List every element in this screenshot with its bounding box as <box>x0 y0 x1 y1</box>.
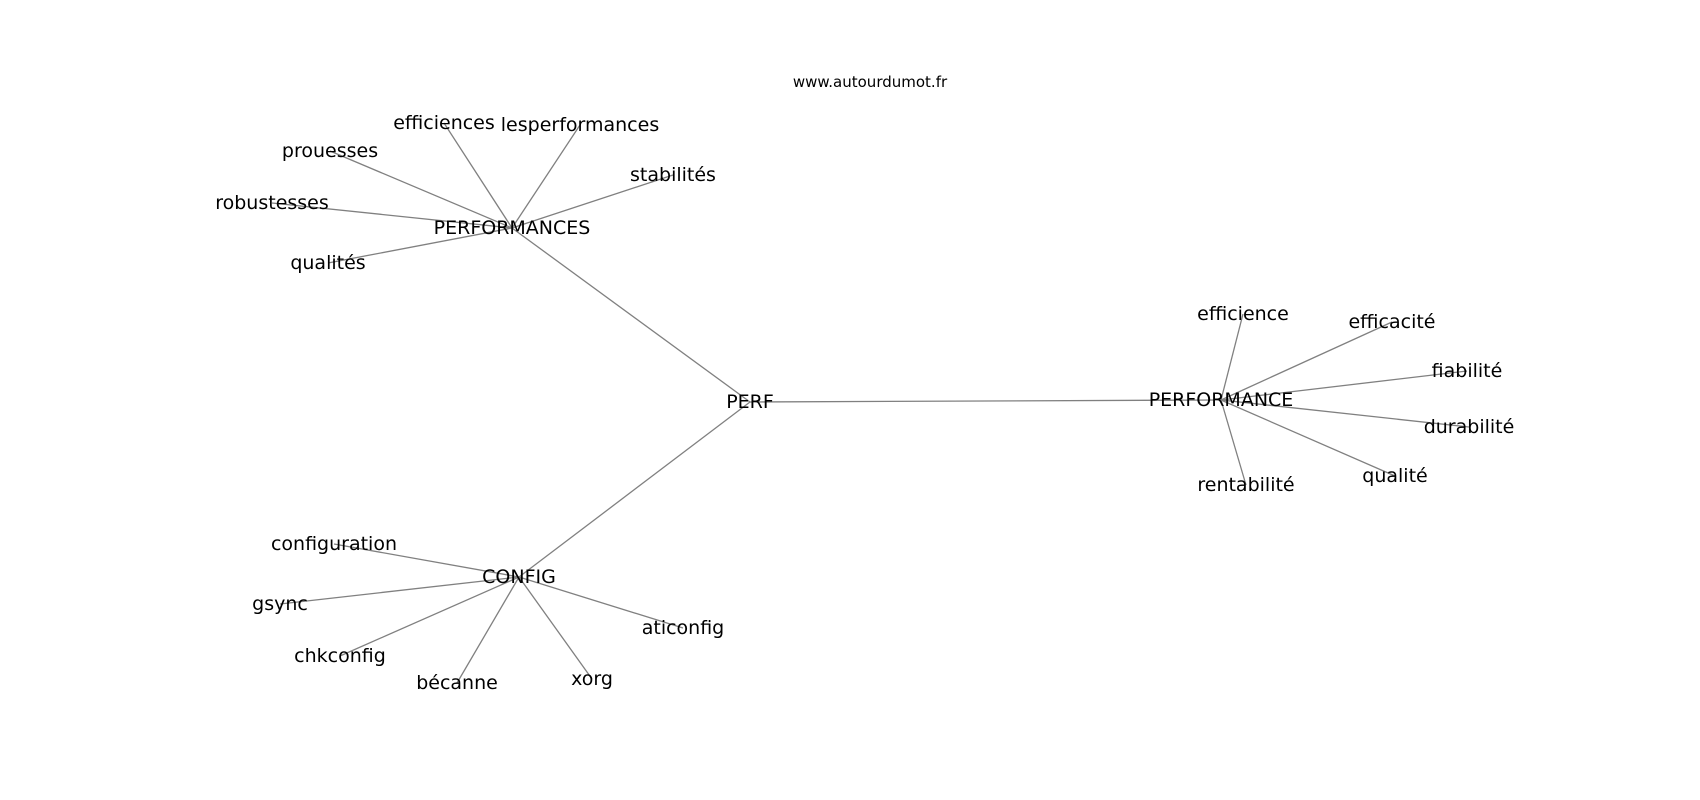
watermark-text: www.autourdumot.fr <box>793 73 948 91</box>
edge-perf-performances <box>511 227 751 403</box>
node-aticonfig: aticonfig <box>642 617 725 639</box>
node-becanne: bécanne <box>416 672 498 694</box>
edge-layer <box>271 122 1470 684</box>
edge-performances-robustesses <box>271 202 513 229</box>
edge-performances-lesperformances <box>511 124 581 229</box>
node-lesperformances: lesperformances <box>501 114 659 136</box>
node-stabilites: stabilités <box>630 164 716 186</box>
edge-performance-qualite <box>1220 399 1396 477</box>
node-chkconfig: chkconfig <box>294 645 386 667</box>
node-qualite: qualité <box>1362 465 1427 487</box>
node-config: CONFIG <box>482 566 556 588</box>
node-performances: PERFORMANCES <box>434 217 591 239</box>
node-rentabilite: rentabilité <box>1197 474 1294 496</box>
node-configuration: configuration <box>271 533 397 555</box>
node-prouesses: prouesses <box>282 140 378 162</box>
node-efficiences: efficiences <box>393 112 495 134</box>
node-performance: PERFORMANCE <box>1149 389 1294 411</box>
edge-config-configuration <box>333 543 520 578</box>
node-fiabilite: fiabilité <box>1432 360 1503 382</box>
node-durabilite: durabilité <box>1424 416 1515 438</box>
edge-performances-qualites <box>327 227 513 264</box>
edge-performance-efficience <box>1220 313 1244 401</box>
edge-performance-rentabilite <box>1220 399 1247 486</box>
edge-performances-prouesses <box>329 150 513 229</box>
edge-config-gsync <box>279 576 520 605</box>
edge-perf-performance <box>749 399 1222 403</box>
node-efficience: efficience <box>1197 303 1289 325</box>
edge-performance-efficacite <box>1220 321 1393 401</box>
node-perf: PERF <box>726 391 774 413</box>
edge-performances-stabilites <box>511 174 674 229</box>
node-qualites: qualités <box>290 252 365 274</box>
node-gsync: gsync <box>252 593 308 615</box>
edge-config-aticonfig <box>518 576 684 629</box>
node-layer: PERF PERFORMANCES PERFORMANCE CONFIG efficie… <box>215 112 1514 694</box>
node-efficacite: efficacité <box>1348 311 1435 333</box>
edge-config-chkconfig <box>339 576 520 657</box>
node-xorg: xorg <box>571 668 613 690</box>
edge-performances-efficiences <box>443 122 513 229</box>
edge-performance-durabilite <box>1220 399 1470 428</box>
edge-config-xorg <box>518 576 593 680</box>
edge-perf-config <box>518 401 751 578</box>
edge-config-becanne <box>456 576 520 684</box>
edge-performance-fiabilite <box>1220 370 1468 401</box>
node-robustesses: robustesses <box>215 192 329 214</box>
